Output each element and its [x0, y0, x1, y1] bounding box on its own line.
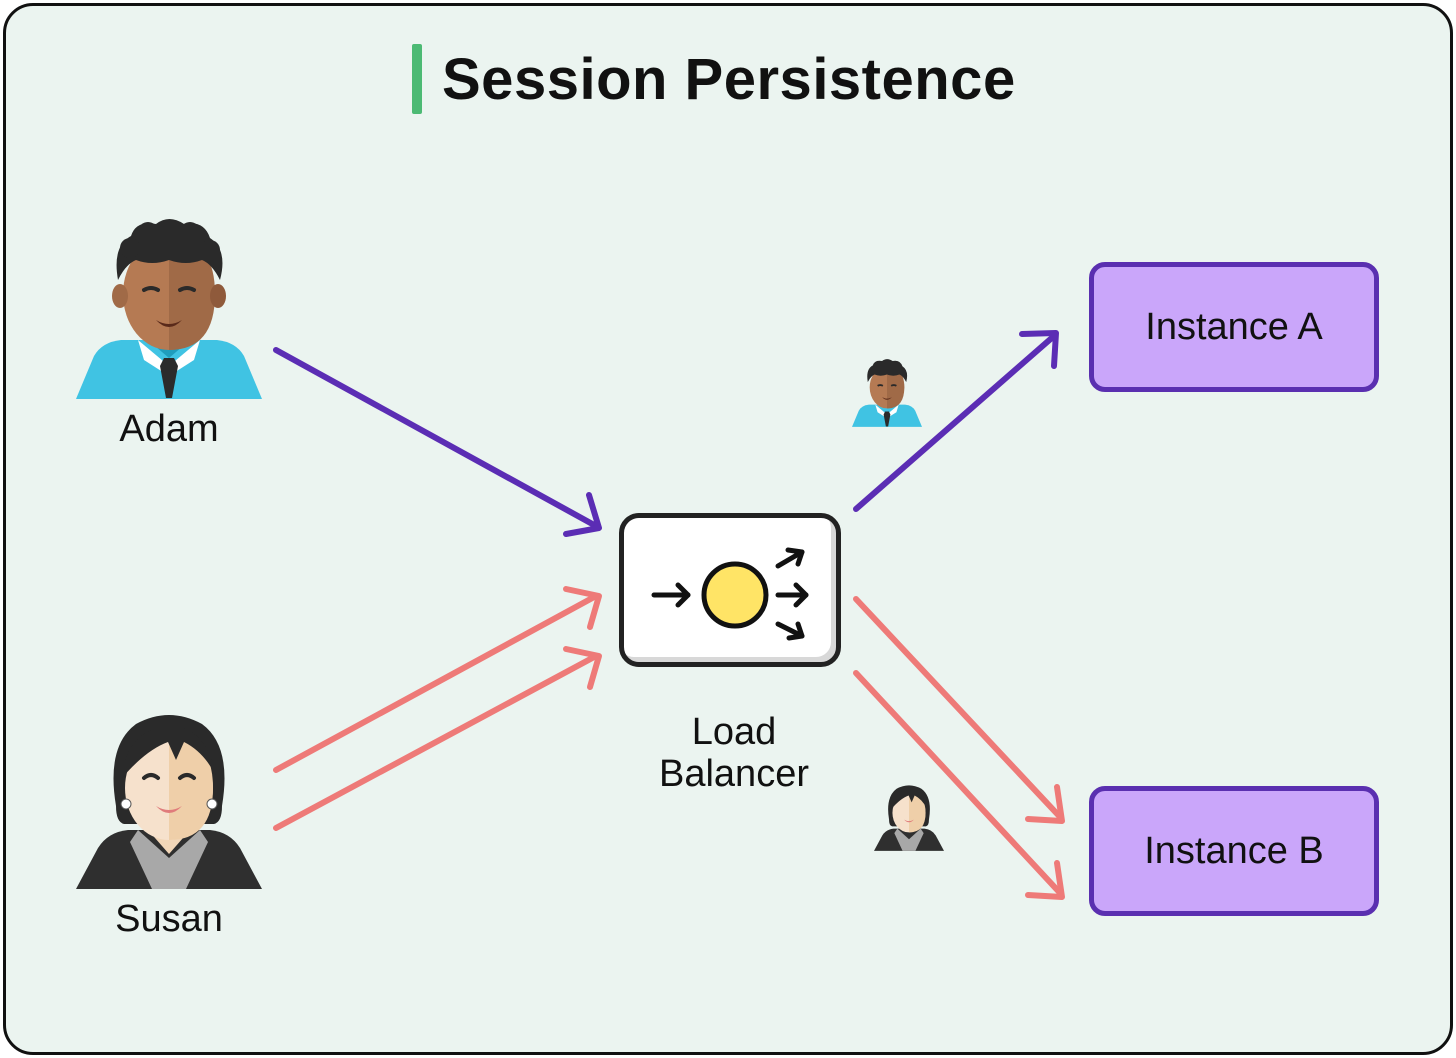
load-balancer-box: [619, 513, 841, 667]
connection-arrows: [273, 330, 1065, 900]
instance-a-label: Instance A: [1145, 305, 1323, 348]
adam-label: Adam: [119, 408, 219, 450]
arrow-susan-to-lb-2: [273, 646, 602, 831]
load-balancer-icon: [651, 547, 809, 641]
instance-b-label: Instance B: [1144, 829, 1324, 872]
instance-a-box: Instance A: [1089, 262, 1379, 392]
title-accent-bar: [412, 44, 422, 114]
load-balancer-label: Load Balancer: [606, 711, 862, 795]
arrow-lb-to-instance-b-2: [853, 670, 1065, 900]
susan-small-avatar-icon: [874, 785, 944, 851]
title-group: Session Persistence: [412, 44, 1016, 114]
instance-b-box: Instance B: [1089, 786, 1379, 916]
adam-small-avatar-icon: [852, 359, 922, 427]
arrow-lb-to-instance-b-1: [853, 596, 1065, 824]
page-title: Session Persistence: [442, 46, 1016, 112]
arrow-adam-to-lb: [273, 347, 602, 537]
diagram-canvas: Session Persistence: [3, 3, 1453, 1055]
adam-avatar-icon: [76, 219, 262, 399]
susan-label: Susan: [115, 898, 223, 940]
load-balancer-label-line1: Load: [691, 711, 777, 753]
load-balancer-label-line2: Balancer: [659, 753, 809, 795]
arrow-susan-to-lb-1: [273, 586, 602, 773]
susan-avatar-icon: [76, 715, 262, 889]
arrow-lb-to-instance-a: [853, 330, 1059, 512]
